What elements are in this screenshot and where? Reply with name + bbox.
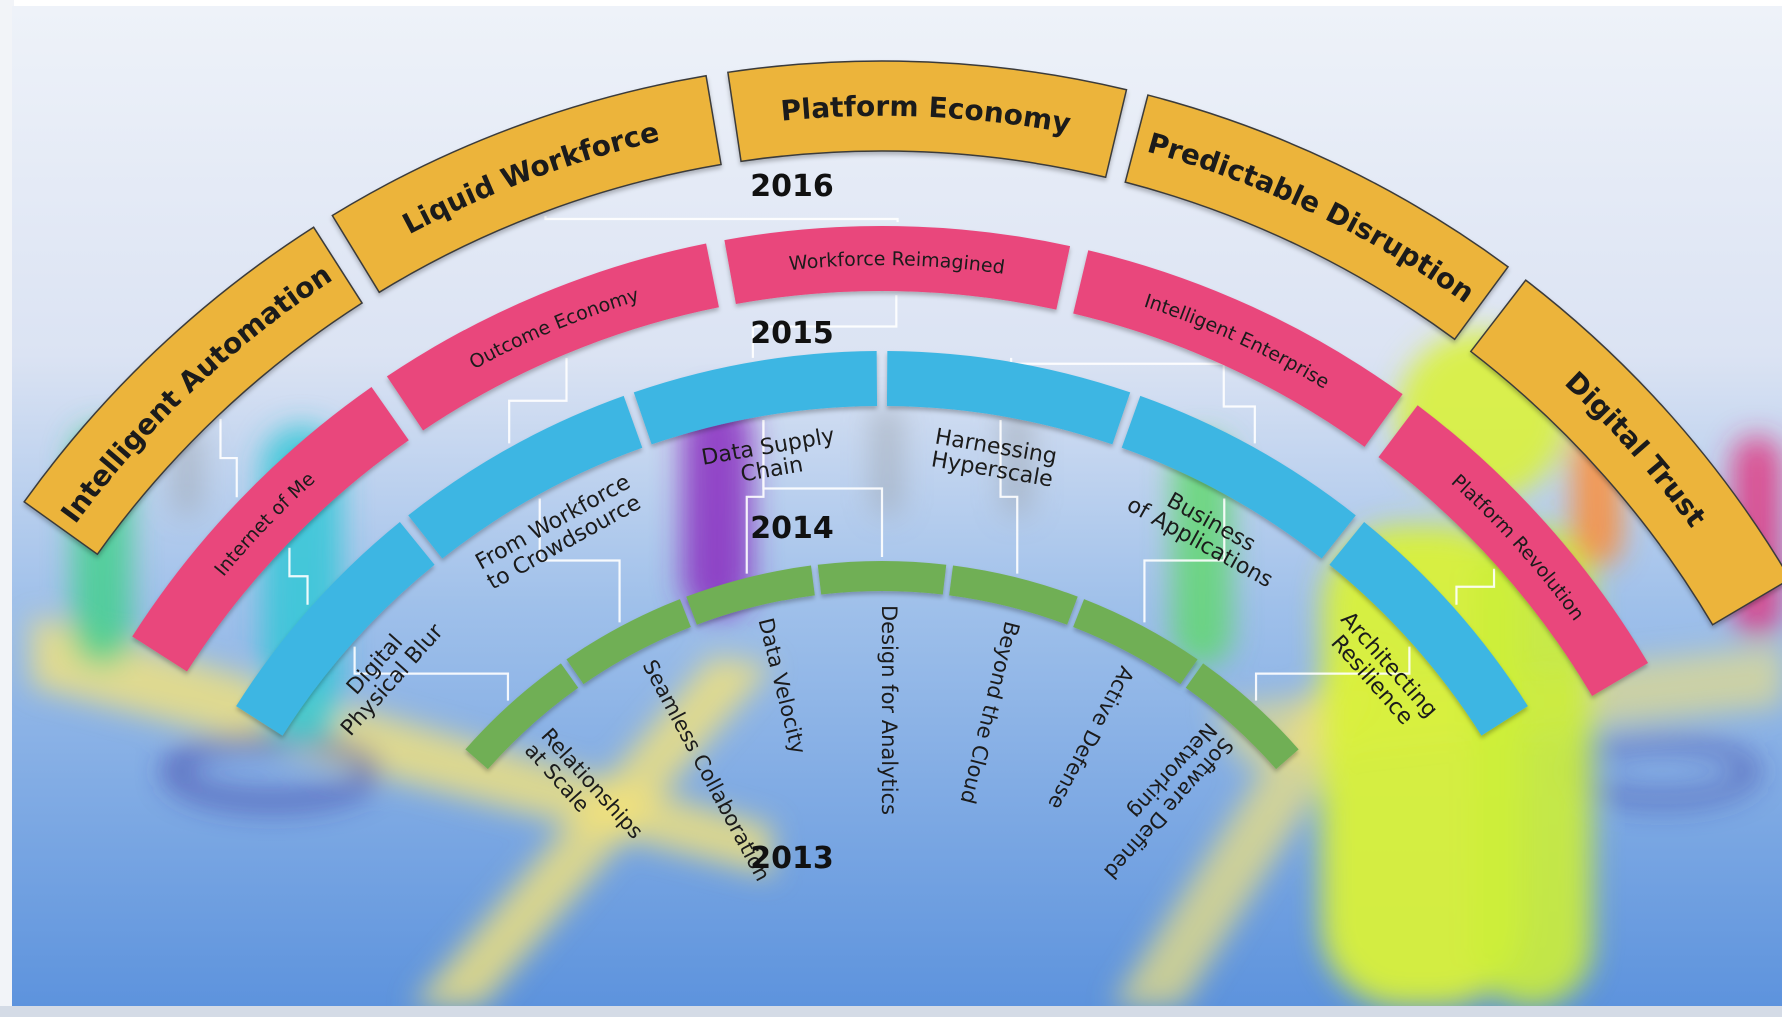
bottom-strip: [0, 1006, 1782, 1017]
year-label-2014: 2014: [750, 511, 834, 546]
segment-shape: [1073, 599, 1198, 685]
connector-line: [544, 215, 899, 223]
connector-line: [999, 420, 1019, 574]
segment-shape: [23, 226, 364, 556]
year-label-2015: 2015: [750, 316, 834, 351]
corner-logo-fragment: [0, 0, 14, 1017]
segment-shape: [886, 351, 1131, 445]
segment-platform-economy: Platform Economy: [727, 60, 1128, 179]
year-label-2016: 2016: [750, 169, 834, 204]
segment-shape: [724, 225, 1071, 310]
year-label-2013: 2013: [750, 841, 834, 876]
connector-line: [538, 498, 621, 623]
segment-shape: [949, 565, 1078, 625]
segment-shape: [386, 243, 719, 431]
segment-shape: [817, 561, 947, 595]
connector-line: [508, 358, 568, 444]
segment-shape: [1469, 279, 1782, 626]
segment-shape: [1185, 663, 1299, 770]
segment-shape: [132, 386, 409, 672]
connector-lines: [219, 215, 1496, 701]
connector-line: [762, 420, 884, 557]
segment-shape: [236, 522, 435, 736]
segment-shape: [408, 395, 643, 559]
segment-shape: [465, 663, 579, 770]
connector-line: [1143, 498, 1226, 623]
segment-shape: [633, 351, 878, 445]
segment-shape: [1121, 395, 1356, 559]
connector-line: [1010, 357, 1225, 370]
connector-line: [219, 418, 238, 498]
segment-shape: [566, 599, 691, 685]
segment-workforce-reimagined: Workforce Reimagined: [724, 225, 1071, 310]
segment-design-for-analytics: Design for Analytics: [817, 561, 947, 815]
segment-shape: [686, 565, 815, 625]
segment-shape: [1073, 250, 1403, 447]
segment-shape: [1124, 94, 1510, 341]
segment-shape: [1378, 405, 1649, 697]
segment-shape: [331, 74, 722, 294]
connector-line: [1455, 568, 1496, 605]
connector-line: [1222, 369, 1256, 444]
connector-line: [353, 646, 510, 701]
connector-line: [751, 295, 898, 358]
segment-shape: [1329, 522, 1528, 736]
connector-line: [288, 547, 309, 605]
year-labels: 2016 2015 2014 2013: [750, 169, 834, 876]
segment-shape: [727, 60, 1128, 179]
connector-line: [1254, 646, 1411, 701]
segment-label: Design for Analytics: [877, 605, 901, 815]
